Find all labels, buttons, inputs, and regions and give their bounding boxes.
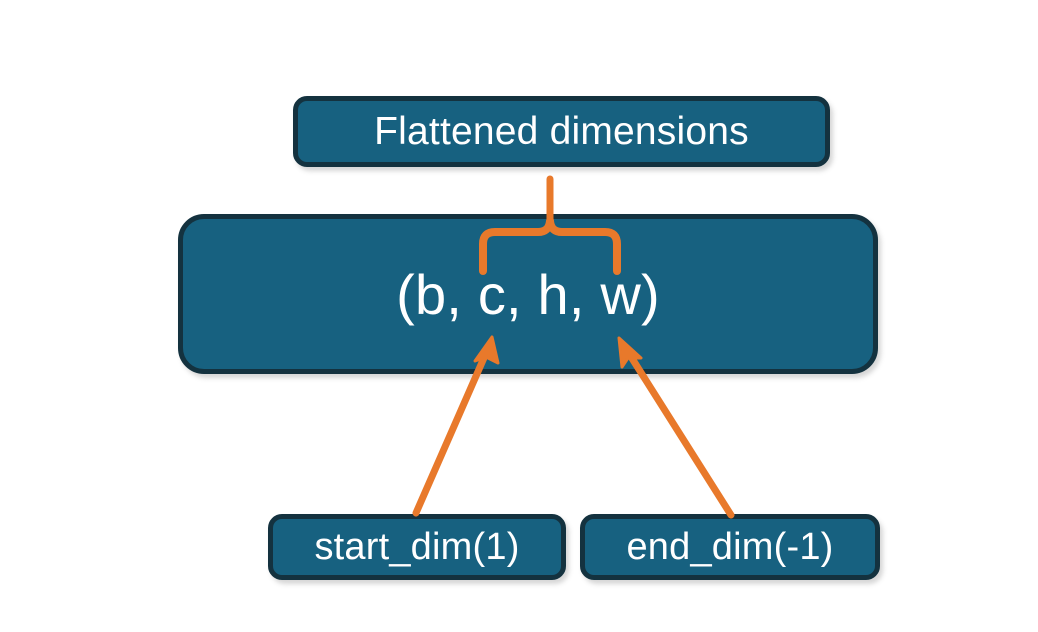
end-dim-box[interactable]: end_dim(-1) [580, 514, 880, 580]
tensor-shape-label: (b, c, h, w) [396, 262, 660, 326]
tensor-shape-box[interactable]: (b, c, h, w) [178, 214, 878, 374]
start-dim-box[interactable]: start_dim(1) [268, 514, 566, 580]
start-dim-label: start_dim(1) [314, 525, 520, 568]
end-dim-label: end_dim(-1) [626, 525, 834, 568]
flattened-dimensions-label: Flattened dimensions [374, 109, 749, 153]
flattened-dimensions-box[interactable]: Flattened dimensions [293, 96, 830, 167]
